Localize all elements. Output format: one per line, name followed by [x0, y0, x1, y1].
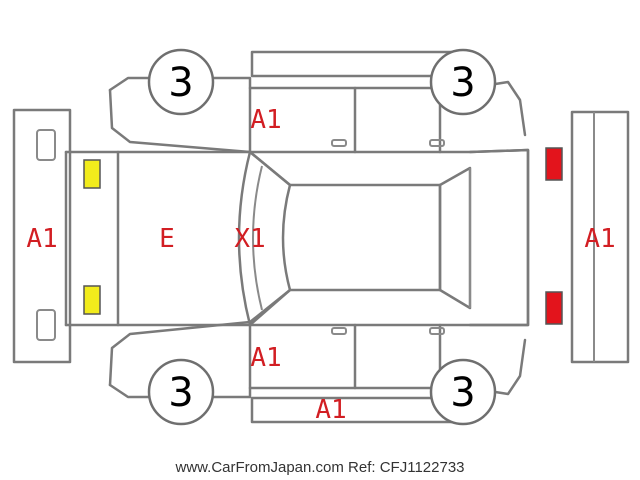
left-front-door-damage-label: A1: [250, 105, 281, 135]
left-side-sill: [250, 50, 454, 78]
rear-left-lamp: [545, 147, 563, 181]
footer-reference: www.CarFromJapan.com Ref: CFJ1122733: [175, 459, 465, 476]
windshield-damage-label: X1: [234, 224, 265, 254]
hood-damage-label: E: [159, 224, 175, 254]
tire-rear-right: 3: [429, 358, 497, 426]
rear-right-lamp: [545, 291, 563, 325]
front-left-lamp: [83, 159, 101, 189]
car-body: [64, 76, 530, 399]
right-front-door-damage-label: A1: [250, 343, 281, 373]
right-sill-damage-label: A1: [315, 395, 346, 425]
front-bumper-damage-label: A1: [26, 224, 57, 254]
tire-front-right: 3: [147, 358, 215, 426]
rear-bumper: [570, 110, 630, 364]
right-side-sill: [250, 396, 454, 424]
front-right-lamp: [83, 285, 101, 315]
rear-bumper-damage-label: A1: [584, 224, 615, 254]
tire-rear-left: 3: [429, 48, 497, 116]
tire-rear-left-rating: 3: [450, 60, 475, 106]
front-bumper: [12, 108, 72, 364]
tire-front-right-rating: 3: [168, 370, 193, 416]
tire-front-left-rating: 3: [168, 60, 193, 106]
tire-rear-right-rating: 3: [450, 370, 475, 416]
tire-front-left: 3: [147, 48, 215, 116]
